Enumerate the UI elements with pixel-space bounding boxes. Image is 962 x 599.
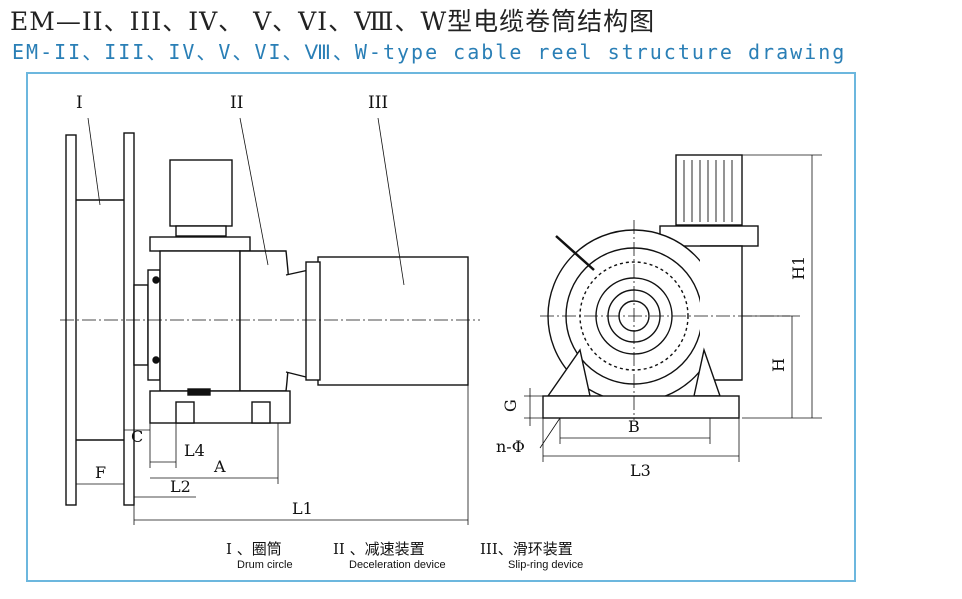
dim-label-c: C [131,427,143,446]
legend-drum-en: Drum circle [237,559,293,571]
dim-label-l4: L4 [184,441,205,460]
dim-label-n-phi: n-Φ [496,437,525,456]
gearbox-body [159,250,241,392]
dim-label-h1: H1 [789,256,808,280]
legend-decel-cn: II 、减速装置 [333,540,425,558]
legend-decel-en: Deceleration device [349,559,446,571]
side-motor-body [169,159,233,227]
drawing-frame [26,72,856,582]
front-base [542,395,740,419]
part-label-1: I [76,93,83,113]
legend-slipring-en: Slip-ring device [508,559,584,571]
legend-drum-cn: I 、圈筒 [226,540,282,558]
dim-label-l2: L2 [170,477,191,496]
dim-label-l1: L1 [292,499,313,518]
slip-ring-housing [317,256,469,386]
dim-label-l3: L3 [630,461,651,480]
part-label-3: III [368,93,388,113]
title-chinese: EM—II、III、IV、 V、VI、Ⅷ、W型电缆卷筒结构图 [10,7,656,36]
front-motor-body [675,154,743,226]
dim-label-a: A [213,457,226,476]
drum-hub [133,284,149,366]
drum-flange-inner [123,132,135,506]
dim-label-b: B [628,417,640,436]
dim-label-g: G [501,399,520,412]
dim-label-h: H [769,358,788,372]
legend-slipring-cn: III、滑环装置 [480,540,573,558]
dim-label-f: F [95,463,106,482]
part-label-2: II [230,93,243,113]
title-english: EM-II、III、IV、V、VI、Ⅷ、W-type cable reel st… [12,40,847,64]
